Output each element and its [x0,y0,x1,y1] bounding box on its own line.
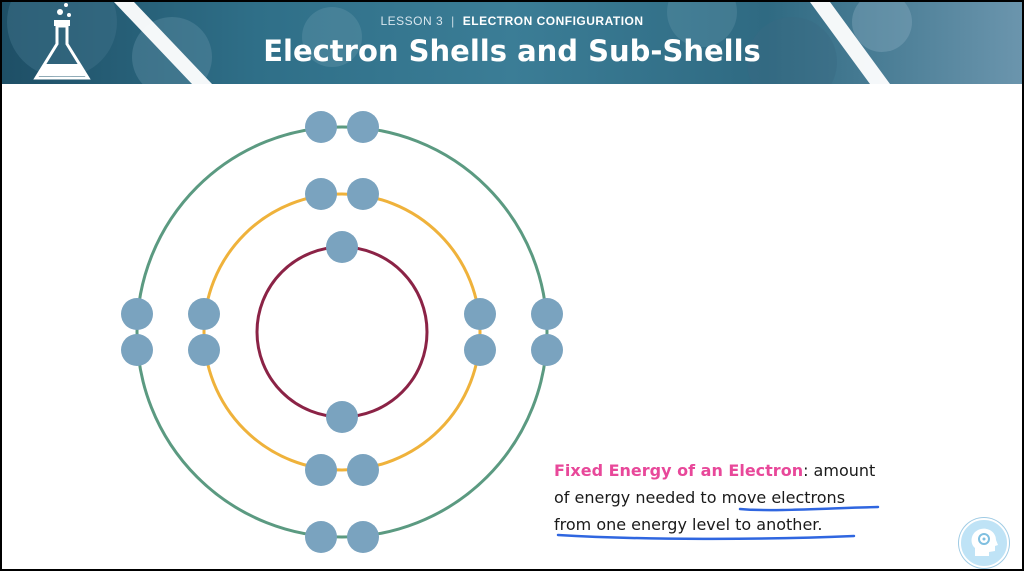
definition-underlined: move electrons [721,488,846,507]
header-decoration [7,2,912,84]
electron-shell2-left-upper [188,298,220,330]
definition-line2: of energy needed to [554,488,722,507]
electron-shell2-left-lower [188,334,220,366]
flask-icon [33,3,91,80]
shell-3 [135,125,549,539]
shell-1 [255,245,429,419]
electron-shell3-bottom-left [305,521,337,553]
electron-shell1-bottom [326,401,358,433]
definition-line3: from one energy level to another. [554,515,823,534]
lesson-separator: | [451,14,455,28]
definition-term: Fixed Energy of an Electron [554,461,804,480]
page-title: Electron Shells and Sub-Shells [263,34,761,68]
definition-text: Fixed Energy of an Electron: amount of e… [554,457,904,538]
electron-shell2-bottom-right [347,454,379,486]
electron-shell2-right-lower [464,334,496,366]
help-button[interactable] [959,518,1009,568]
electron-shell3-bottom-right [347,521,379,553]
electron-shell3-top-left [305,111,337,143]
header-banner: LESSON 3 | ELECTRON CONFIGURATION Electron… [2,2,1022,84]
electron-shell1-top [326,231,358,263]
electron-shell2-top-left [305,178,337,210]
definition-line1: : amount [803,461,876,480]
head-icon [971,528,998,556]
lesson-number: LESSON 3 [380,14,444,28]
electron-shell-diagram [121,111,563,553]
electron-shell3-left-upper [121,298,153,330]
electron-shell2-top-right [347,178,379,210]
electron-shell3-top-right [347,111,379,143]
electron-shell3-right-upper [531,298,563,330]
lesson-line: LESSON 3 | ELECTRON CONFIGURATION [2,14,1022,28]
lesson-topic: ELECTRON CONFIGURATION [462,14,644,28]
electron-shell2-bottom-left [305,454,337,486]
shell-2 [202,192,482,472]
electron-shell3-right-lower [531,334,563,366]
electron-shell3-left-lower [121,334,153,366]
electron-shell2-right-upper [464,298,496,330]
